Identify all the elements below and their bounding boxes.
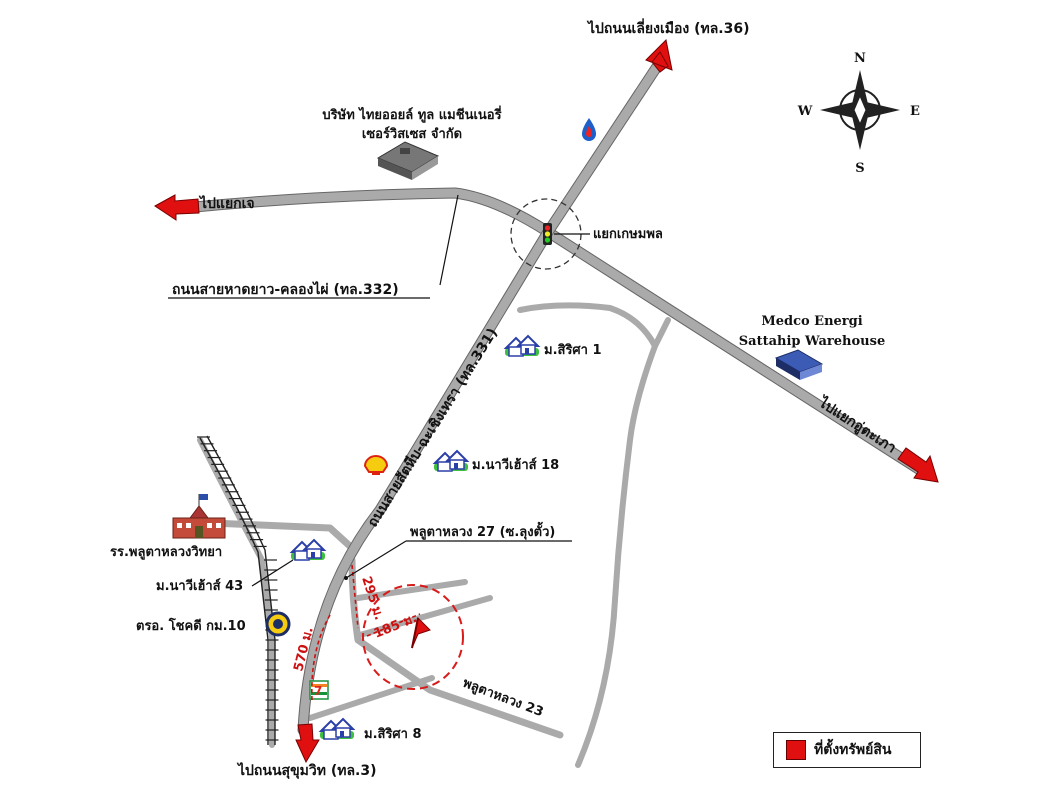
road-331 <box>297 56 666 736</box>
road-331-label: ถนนสายสัตหีบ-ฉะเชิงเทรา (ทล.331) <box>365 325 501 530</box>
compass-icon <box>820 70 900 150</box>
ptt-station-icon <box>582 118 596 141</box>
village-sirisa1-label: ม.สิริศา 1 <box>544 343 602 358</box>
school-label: รร.พลูตาหลวงวิทยา <box>110 545 222 560</box>
west-route-label: ไปแยกเจ <box>198 194 255 212</box>
school-icon <box>172 494 226 539</box>
house-icon <box>504 335 540 357</box>
arrow-south-icon <box>295 723 320 764</box>
junction-label: แยกเกษมพล <box>593 227 663 242</box>
factory-icon <box>376 141 440 180</box>
soi-27-label: พลูตาหลวง 27 (ซ.ลุงตั้ว) <box>410 521 555 540</box>
distance-markers <box>311 564 421 701</box>
railway-ties <box>197 436 279 741</box>
road-east <box>542 226 926 476</box>
legend-label: ที่ตั้งทรัพย์สิน <box>814 742 892 758</box>
compass-south: S <box>855 161 864 176</box>
compass-north: N <box>854 51 866 66</box>
property-marker-swatch <box>786 740 806 760</box>
east-route-label: ไปแยกอู่ตะเภา <box>814 392 900 456</box>
medco-line1: Medco Energi <box>761 314 862 329</box>
minor-roads <box>197 302 671 768</box>
village-nawee18-label: ม.นาวีเฮ้าส์ 18 <box>472 457 559 473</box>
railway <box>199 435 276 745</box>
house-icon <box>433 450 469 472</box>
road-332 <box>189 187 554 238</box>
medco-line2: Sattahip Warehouse <box>739 334 885 349</box>
inspection-label: ตรอ. โชคดี กม.10 <box>136 617 246 634</box>
property-area-circle <box>362 584 464 690</box>
village-nawee43-label: ม.นาวีเฮ้าส์ 43 <box>156 578 243 594</box>
compass-west: W <box>797 104 813 119</box>
road-332-label: ถนนสายหาดยาว-คลองไผ่ (ทล.332) <box>172 280 399 298</box>
location-flag-icon <box>411 616 431 649</box>
inspection-station-icon <box>265 611 291 637</box>
shell-station-icon <box>363 455 389 475</box>
south-route-label: ไปถนนสุขุมวิท (ทล.3) <box>236 761 377 779</box>
arrow-west-icon <box>154 194 200 221</box>
house-icon <box>319 718 355 740</box>
company-name-line1: บริษัท ไทยออยล์ ทูล แมชีนเนอรี่ <box>322 105 501 123</box>
company-name-line2: เซอร์วิสเซส จำกัด <box>362 126 462 142</box>
house-icon <box>290 539 326 561</box>
svg-text:7: 7 <box>314 684 322 698</box>
warehouse-icon <box>774 349 824 380</box>
legend: ที่ตั้งทรัพย์สิน <box>773 732 921 768</box>
arrow-east-icon <box>897 447 939 483</box>
compass-east: E <box>910 104 920 119</box>
north-route-label: ไปถนนเลี่ยงเมือง (ทล.36) <box>586 18 750 37</box>
village-sirisa8-label: ม.สิริศา 8 <box>364 727 422 742</box>
direction-arrows <box>154 38 939 764</box>
traffic-light-icon <box>543 223 552 245</box>
seven-eleven-icon: 7 <box>309 680 329 700</box>
arrow-north-icon <box>645 38 673 73</box>
